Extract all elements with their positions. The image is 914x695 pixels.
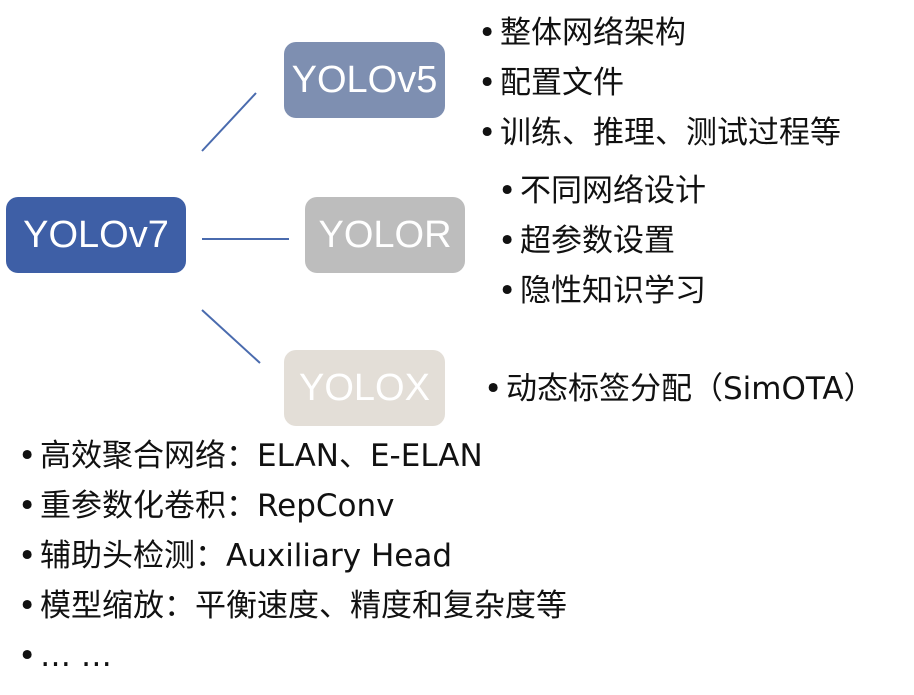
bullet-icon: •	[498, 173, 517, 209]
list-item: • 重参数化卷积：RepConv	[18, 481, 567, 531]
bullet-icon: •	[18, 488, 37, 524]
node-yolov5: YOLOv5	[284, 42, 445, 118]
list-item: • 辅助头检测：Auxiliary Head	[18, 531, 567, 581]
bullet-icon: •	[498, 273, 517, 309]
feature-text: 高效聚合网络：ELAN、E-ELAN	[40, 438, 483, 474]
yolov5-bullet-text: 配置文件	[500, 65, 624, 101]
yolor-bullet-text: 不同网络设计	[520, 173, 706, 209]
bullet-icon: •	[498, 223, 517, 259]
node-yolov5-label: YOLOv5	[291, 59, 438, 101]
list-item: • 不同网络设计	[498, 166, 706, 216]
yolor-bullet-text: 超参数设置	[520, 223, 675, 259]
list-item: • 隐性知识学习	[498, 266, 706, 316]
yolor-bullet-text: 隐性知识学习	[520, 273, 706, 309]
bullet-icon: •	[18, 538, 37, 574]
connector-root-to-yolov5	[201, 92, 257, 152]
node-yolor: YOLOR	[305, 197, 465, 273]
yolox-bullet-text: 动态标签分配（SimOTA）	[506, 371, 875, 407]
connector-root-to-yolox	[201, 309, 261, 364]
list-item: • 动态标签分配（SimOTA）	[484, 364, 875, 414]
list-item: • 超参数设置	[498, 216, 706, 266]
bullet-icon: •	[18, 588, 37, 624]
feature-text: … …	[40, 638, 112, 674]
yolov5-bullet-text: 整体网络架构	[500, 15, 686, 51]
node-yolor-label: YOLOR	[318, 214, 452, 256]
list-item: • 训练、推理、测试过程等	[478, 108, 841, 158]
feature-text: 辅助头检测：Auxiliary Head	[40, 538, 453, 574]
yolov7-feature-list: • 高效聚合网络：ELAN、E-ELAN • 重参数化卷积：RepConv • …	[18, 431, 567, 681]
node-yolov7-label: YOLOv7	[23, 214, 169, 256]
node-yolox-label: YOLOX	[299, 367, 430, 409]
bullet-icon: •	[478, 15, 497, 51]
yolox-bullet-list: • 动态标签分配（SimOTA）	[484, 364, 875, 414]
node-yolov7: YOLOv7	[6, 197, 186, 273]
feature-text: 模型缩放：平衡速度、精度和复杂度等	[40, 588, 567, 624]
bullet-icon: •	[484, 371, 503, 407]
list-item: • 整体网络架构	[478, 8, 841, 58]
bullet-icon: •	[18, 638, 37, 674]
bullet-icon: •	[18, 438, 37, 474]
bullet-icon: •	[478, 115, 497, 151]
yolor-bullet-list: • 不同网络设计 • 超参数设置 • 隐性知识学习	[498, 166, 706, 316]
bullet-icon: •	[478, 65, 497, 101]
yolov5-bullet-list: • 整体网络架构 • 配置文件 • 训练、推理、测试过程等	[478, 8, 841, 158]
feature-text: 重参数化卷积：RepConv	[40, 488, 395, 524]
list-item: • 配置文件	[478, 58, 841, 108]
yolov5-bullet-text: 训练、推理、测试过程等	[500, 115, 841, 151]
list-item: • 高效聚合网络：ELAN、E-ELAN	[18, 431, 567, 481]
list-item: • … …	[18, 631, 567, 681]
node-yolox: YOLOX	[284, 350, 445, 426]
list-item: • 模型缩放：平衡速度、精度和复杂度等	[18, 581, 567, 631]
